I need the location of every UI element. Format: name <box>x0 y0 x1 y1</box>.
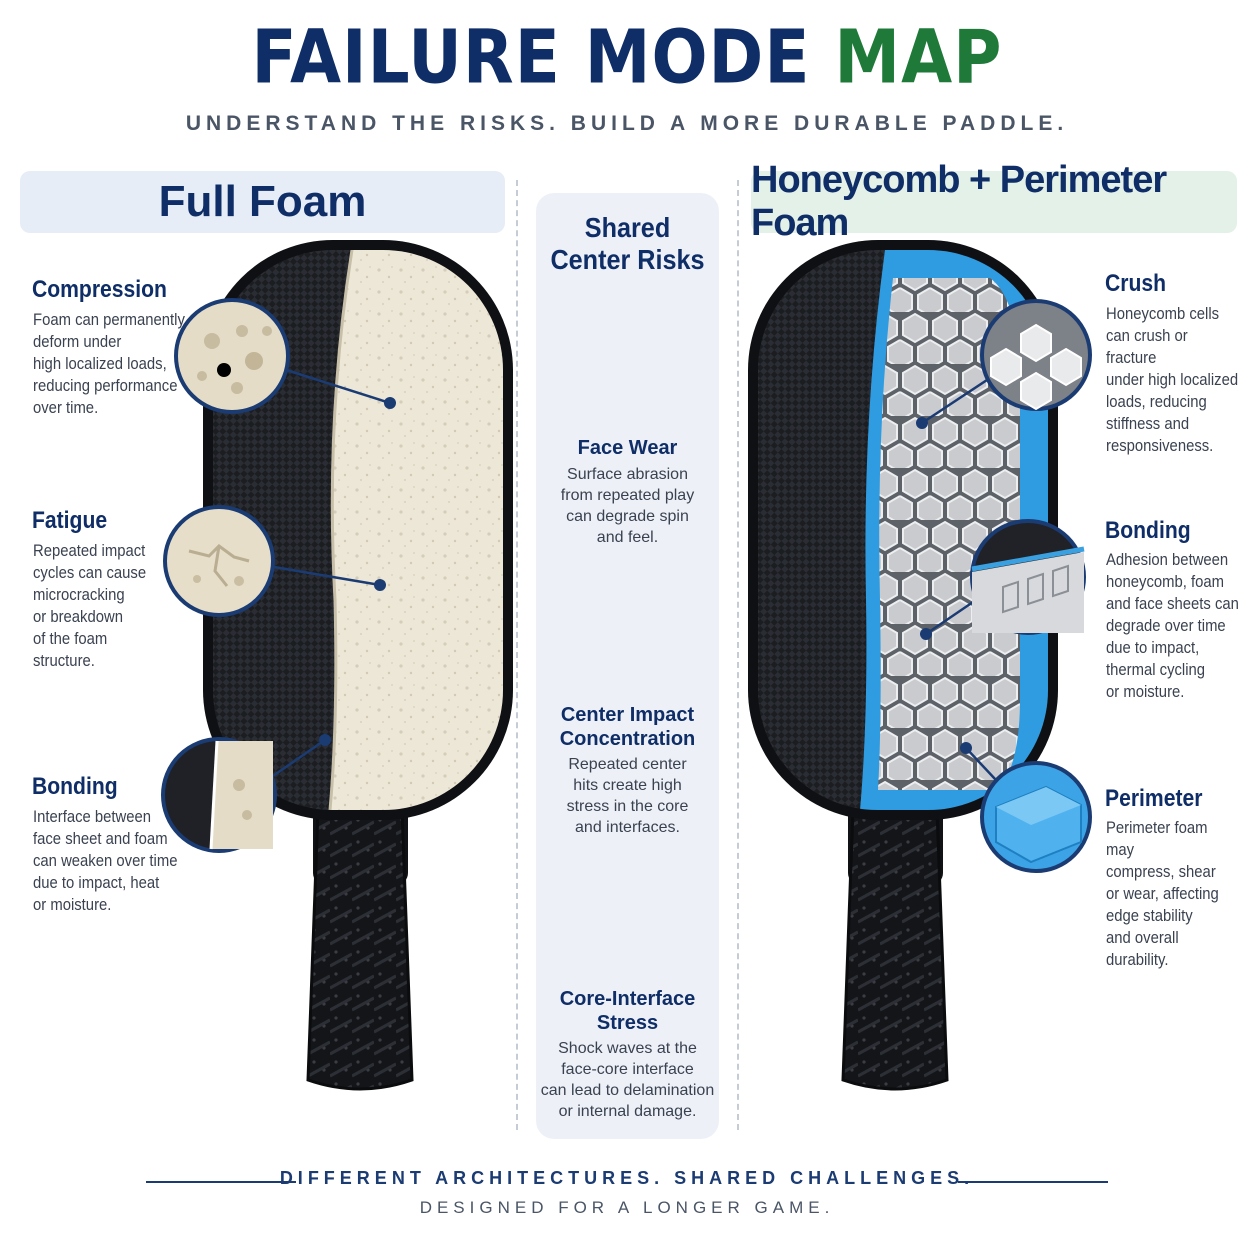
shared-risks-panel <box>536 193 719 1139</box>
failure-text-crush: Honeycomb cells can crush or fracture un… <box>1106 305 1239 455</box>
failure-text-fatigue: Repeated impact cycles can cause microcr… <box>33 542 147 670</box>
failure-label-perimeter: Perimeter <box>1105 785 1203 812</box>
right-divider <box>737 180 739 1130</box>
risk-text-face-wear: Surface abrasion from repeated play can … <box>560 466 695 546</box>
honeycomb-banner: Honeycomb + Perimeter Foam <box>751 159 1237 244</box>
shared-risks-title: Shared Center Risks <box>550 212 705 275</box>
failure-label-bonding-foam: Bonding <box>32 773 118 800</box>
failure-text-perimeter: Perimeter foam may compress, shear or we… <box>1106 819 1219 969</box>
failure-label-compression: Compression <box>32 276 167 303</box>
failure-text-compression: Foam can permanently deform under high l… <box>33 311 185 417</box>
delamination-closeup-icon <box>161 737 277 853</box>
risk-text-center-impact: Repeated center hits create high stress … <box>566 756 689 836</box>
failure-label-bonding-honeycomb: Bonding <box>1105 517 1191 544</box>
foam-cells-closeup-icon <box>174 298 290 414</box>
left-divider <box>516 180 518 1130</box>
footer-rule-right <box>958 1181 1108 1183</box>
title-accent: MAP <box>834 14 1003 101</box>
honeycomb-bond-closeup-icon <box>970 519 1086 635</box>
risk-label-face-wear: Face Wear <box>577 437 678 459</box>
failure-label-fatigue: Fatigue <box>32 507 108 534</box>
page-subtitle: UNDERSTAND THE RISKS. BUILD A MORE DURAB… <box>185 112 1069 135</box>
risk-text-core-interface: Shock waves at the face-core interface c… <box>540 1040 715 1120</box>
title-primary: FAILURE MODE <box>251 14 811 101</box>
perimeter-foam-closeup-icon <box>980 761 1092 873</box>
failure-text-bonding-foam: Interface between face sheet and foam ca… <box>33 808 178 914</box>
footer-tagline: DIFFERENT ARCHITECTURES. SHARED CHALLENG… <box>279 1168 975 1188</box>
honeycomb-closeup-icon <box>980 299 1092 411</box>
footer-slogan: DESIGNED FOR A LONGER GAME. <box>419 1198 835 1217</box>
risk-label-core-interface: Core-Interface Stress <box>559 988 696 1034</box>
left-callout-dots <box>319 397 396 746</box>
right-callout-dots <box>916 417 972 754</box>
page-title: FAILURE MODE MAP <box>0 14 1254 100</box>
full-foam-banner: Full Foam <box>20 171 505 233</box>
footer-rule-left <box>146 1181 296 1183</box>
risk-label-center-impact: Center Impact Concentration <box>559 704 696 750</box>
cracked-foam-closeup-icon <box>163 505 275 617</box>
failure-label-crush: Crush <box>1105 270 1167 297</box>
failure-text-bonding-honeycomb: Adhesion between honeycomb, foam and fac… <box>1106 551 1239 701</box>
left-callout-lines <box>269 366 391 780</box>
